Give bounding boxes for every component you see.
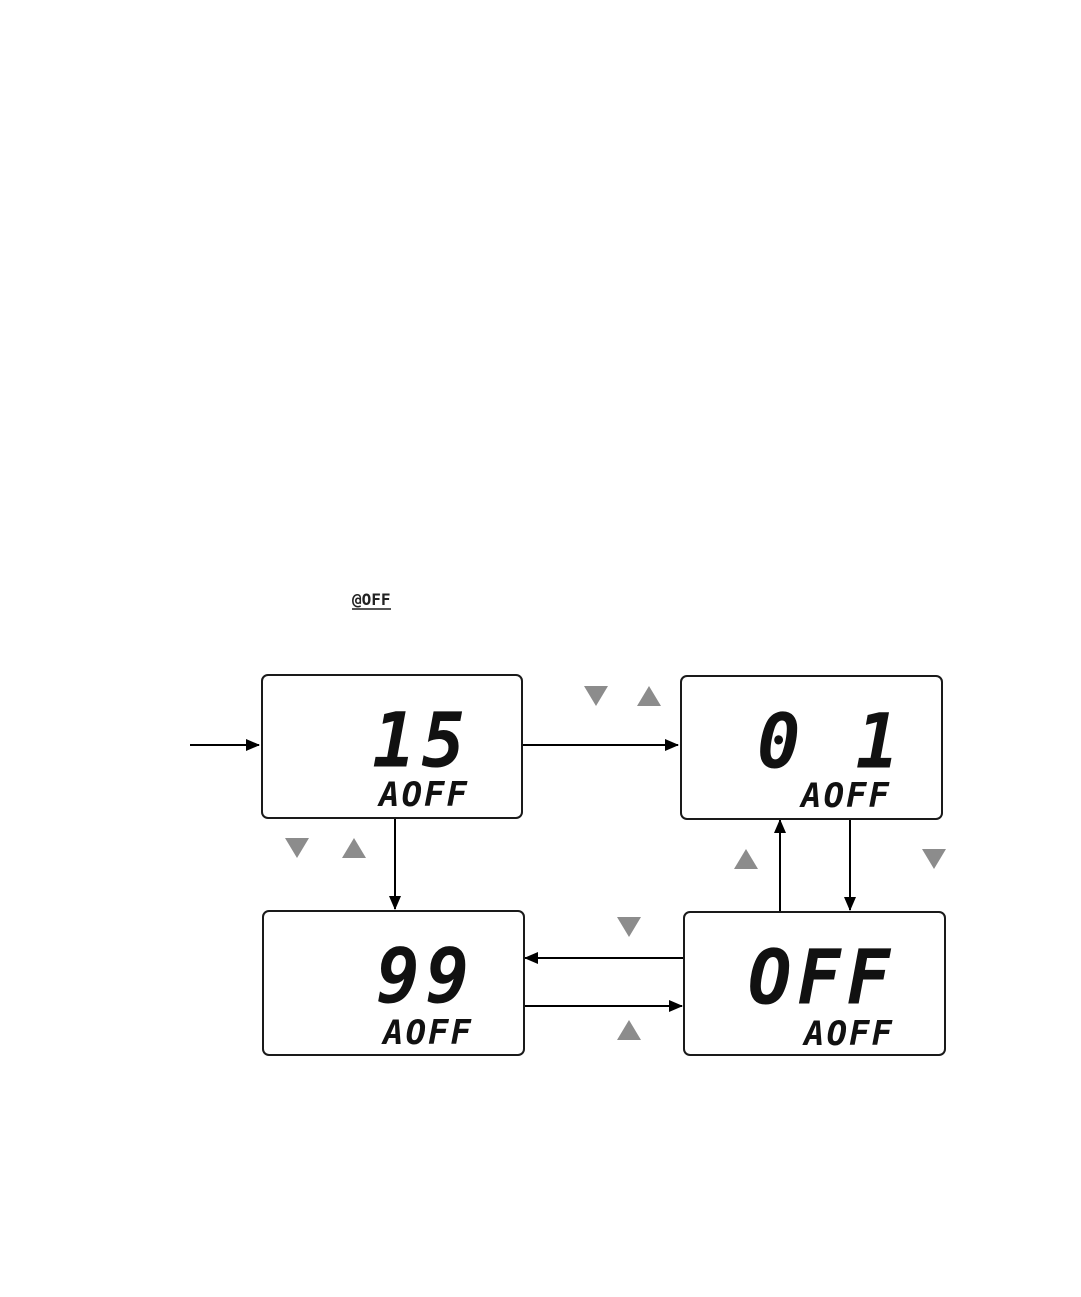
up-arrow-key-icon (617, 1020, 641, 1040)
up-arrow-key-icon (637, 686, 661, 706)
display-value: 15 (372, 702, 471, 778)
up-arrow-key-icon (734, 849, 758, 869)
lcd-display-15: 15 AOFF (261, 674, 523, 819)
display-label: AOFF (801, 779, 891, 813)
down-arrow-key-icon (617, 917, 641, 937)
lcd-display-01: 0 1 AOFF (680, 675, 943, 820)
display-label: AOFF (804, 1017, 894, 1051)
display-label: AOFF (383, 1016, 473, 1050)
down-arrow-key-icon (285, 838, 309, 858)
display-value: 0 1 (757, 703, 905, 779)
down-arrow-key-icon (584, 686, 608, 706)
display-label: AOFF (379, 778, 469, 812)
lcd-display-off: OFF AOFF (683, 911, 946, 1056)
display-value: 99 (376, 938, 475, 1014)
lcd-display-99: 99 AOFF (262, 910, 525, 1056)
up-arrow-key-icon (342, 838, 366, 858)
down-arrow-key-icon (922, 849, 946, 869)
display-value: OFF (748, 939, 896, 1015)
